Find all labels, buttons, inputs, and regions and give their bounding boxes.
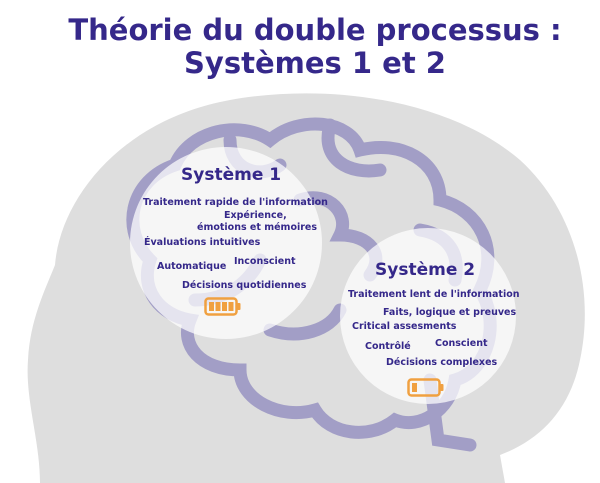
battery-low-icon [407,378,444,397]
battery-full-icon [204,297,241,316]
system1-item: Évaluations intuitives [144,237,261,248]
system2-item: Critical assesments [352,321,457,332]
system2-item: Traitement lent de l'information [348,289,520,300]
system1-item: Automatique [157,261,227,272]
system2-item: Décisions complexes [386,357,498,368]
system1-item: Traitement rapide de l'information [143,197,328,208]
system1-heading: Système 1 [181,165,282,185]
system1-item: émotions et mémoires [197,222,318,233]
title-line1: Théorie du double processus : [68,13,562,47]
system1-item: Décisions quotidiennes [182,280,307,291]
system2-item: Conscient [435,338,488,349]
system2-circle [340,228,516,404]
system2-item: Faits, logique et preuves [383,307,517,318]
system1-item: Inconscient [234,256,296,267]
system1-circle [130,147,322,339]
system2-item: Contrôlé [365,341,411,352]
title-line2: Systèmes 1 et 2 [184,46,446,80]
system1-item: Expérience, [224,210,287,221]
system2-heading: Système 2 [375,260,476,280]
page-title: Théorie du double processus : Systèmes 1… [0,14,600,80]
